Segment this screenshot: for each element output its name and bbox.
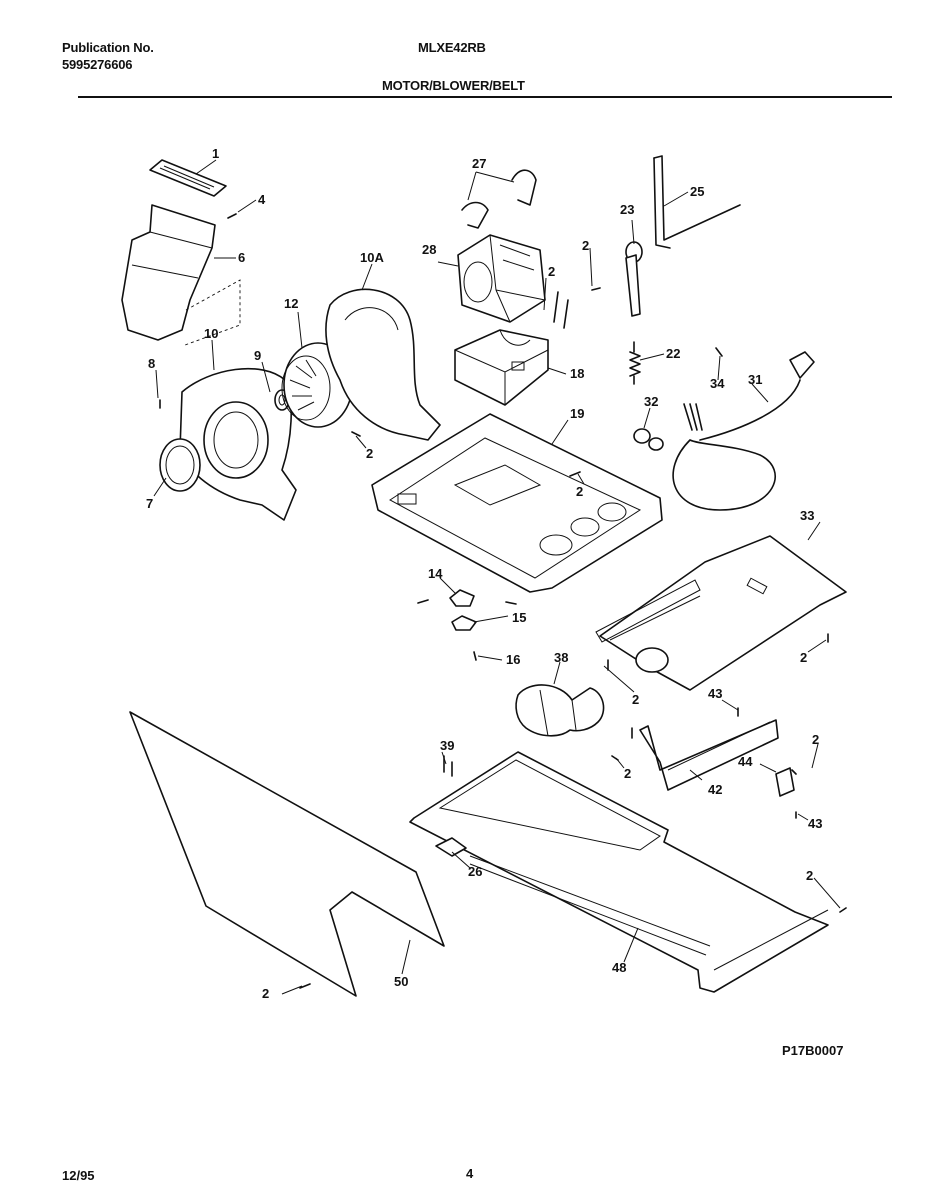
callout-27: 27 (472, 156, 486, 171)
callout-15: 15 (512, 610, 526, 625)
callout-33: 33 (800, 508, 814, 523)
callout-26: 26 (468, 864, 482, 879)
callout-2-panel: 2 (262, 986, 269, 1001)
callout-16: 16 (506, 652, 520, 667)
callout-2-motor-a: 2 (582, 238, 589, 253)
leader-lines (153, 159, 841, 995)
part-10-blower-housing (179, 367, 297, 521)
callout-2-bracket: 2 (624, 766, 631, 781)
section-title: MOTOR/BLOWER/BELT (382, 78, 525, 93)
callout-43-top: 43 (708, 686, 722, 701)
part-7-blower-seal (159, 438, 201, 492)
callout-23: 23 (620, 202, 634, 217)
part-38-elbow-duct (515, 684, 605, 737)
publication-label: Publication No. (62, 40, 154, 55)
callout-14: 14 (428, 566, 443, 581)
callout-42: 42 (708, 782, 722, 797)
part-33-exhaust-duct (595, 535, 847, 691)
callout-10a: 10A (360, 250, 384, 265)
callout-25: 25 (690, 184, 704, 199)
callout-1: 1 (212, 146, 219, 161)
callout-2-base: 2 (576, 484, 583, 499)
part-22-spring (629, 341, 641, 385)
part-26-pad (435, 837, 467, 857)
part-15-pulley (451, 615, 477, 631)
part-18-motor-mount (454, 329, 549, 406)
part-44-clip (775, 767, 795, 797)
callout-8: 8 (148, 356, 155, 371)
publication-number: 5995276606 (62, 57, 133, 72)
callout-18: 18 (570, 366, 584, 381)
callout-4: 4 (258, 192, 266, 207)
callout-39: 39 (440, 738, 454, 753)
callout-12: 12 (284, 296, 298, 311)
page-number: 4 (466, 1166, 474, 1181)
callout-28: 28 (422, 242, 436, 257)
callout-31: 31 (748, 372, 762, 387)
callout-2-duct: 2 (800, 650, 807, 665)
screw-hardware (159, 213, 847, 989)
callout-50: 50 (394, 974, 408, 989)
callout-2-motor-b: 2 (548, 264, 555, 279)
model-number: MLXE42RB (418, 40, 486, 55)
diagram-code: P17B0007 (782, 1043, 843, 1058)
callout-2-rail: 2 (806, 868, 813, 883)
callout-2-blower: 2 (366, 446, 373, 461)
callout-2-clip: 2 (812, 732, 819, 747)
callout-22: 22 (666, 346, 680, 361)
callout-34: 34 (710, 376, 725, 391)
callout-7: 7 (146, 496, 153, 511)
part-31-power-cord (672, 351, 815, 511)
part-42-rail-bracket (639, 719, 779, 791)
part-28-motor (457, 234, 546, 323)
part-48-support-rail (409, 751, 829, 993)
callout-48: 48 (612, 960, 626, 975)
callout-38: 38 (554, 650, 568, 665)
callout-6: 6 (238, 250, 245, 265)
part-23-idler-arm (625, 241, 643, 317)
callout-43-bottom: 43 (808, 816, 822, 831)
part-6-lint-duct (121, 204, 241, 346)
part-32-strain-relief (633, 428, 664, 451)
callout-2-duct-b: 2 (632, 692, 639, 707)
callout-10: 10 (204, 326, 218, 341)
part-1-lint-strip (149, 159, 227, 197)
part-27-motor-clips (461, 169, 537, 229)
part-10a-blower-scroll (325, 288, 441, 441)
part-50-panel (129, 711, 445, 997)
header-rule (78, 96, 892, 98)
part-25-bracket (653, 155, 741, 249)
callout-44: 44 (738, 754, 753, 769)
part-14-idler (449, 589, 475, 607)
footer-date: 12/95 (62, 1168, 95, 1183)
part-19-base-panel (371, 413, 663, 593)
callout-19: 19 (570, 406, 584, 421)
callout-32: 32 (644, 394, 658, 409)
callout-9: 9 (254, 348, 261, 363)
